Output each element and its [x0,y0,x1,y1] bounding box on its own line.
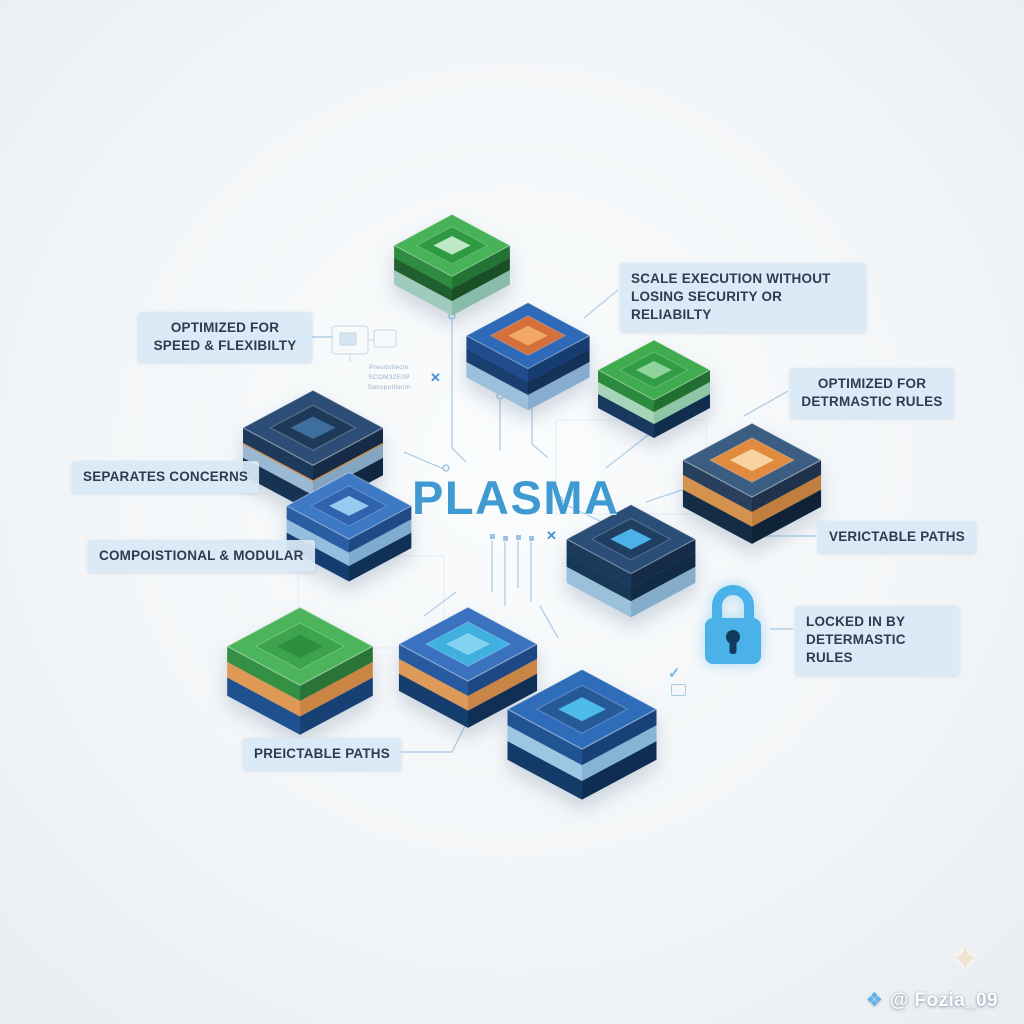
label-preictable-paths: PREICTABLE PATHS [243,738,401,771]
chip-green-orange-bottom-left [226,606,374,736]
label-separates-concerns: SEPARATES CONCERNS [72,461,260,494]
check-mark-icon: ✓ [668,665,681,682]
x-mark-icon: ✕ [546,528,557,543]
label-verictable-paths: VERICTABLE PATHS [818,521,976,554]
faint-sketch-note: Preudstiecte SCOM32E0P Sanspotilecm [350,363,428,392]
check-box-icon [671,684,686,696]
label-compositional-modular: COMPOISTIONAL & MODULAR [88,540,315,573]
faint-note-line: SCOM32E0P [368,373,410,381]
faint-note-line: Sanspotilecm [367,383,411,391]
x-mark-icon: ✕ [430,370,441,385]
watermark-diamond-icon: ❖ [865,990,883,1011]
label-locked-in: LOCKED IN BY DETERMASTIC RULES [795,606,959,675]
sparkle-icon: ✦ [950,938,981,979]
chip-navy-orange-right [682,422,822,545]
label-optimized-speed: OPTIMIZED FOR SPEED & FLEXIBILTY [138,312,312,363]
chip-blue-orange-top [465,302,591,411]
label-scale-execution: SCALE EXECUTION WITHOUT LOSING SECURITY … [620,263,866,332]
faint-note-line: Preudstiecte [369,364,409,371]
watermark: ❖ @ Fozia_09 [866,989,998,1012]
label-optimized-deterministic: OPTIMIZED FOR DETRMASTIC RULES [790,368,954,419]
watermark-handle: @ Fozia_09 [889,989,998,1011]
faint-chip-sketch-icon [331,325,397,362]
title-plasma: PLASMA [412,471,620,524]
chip-blue-bottom [506,668,658,801]
lock-icon [705,585,761,664]
